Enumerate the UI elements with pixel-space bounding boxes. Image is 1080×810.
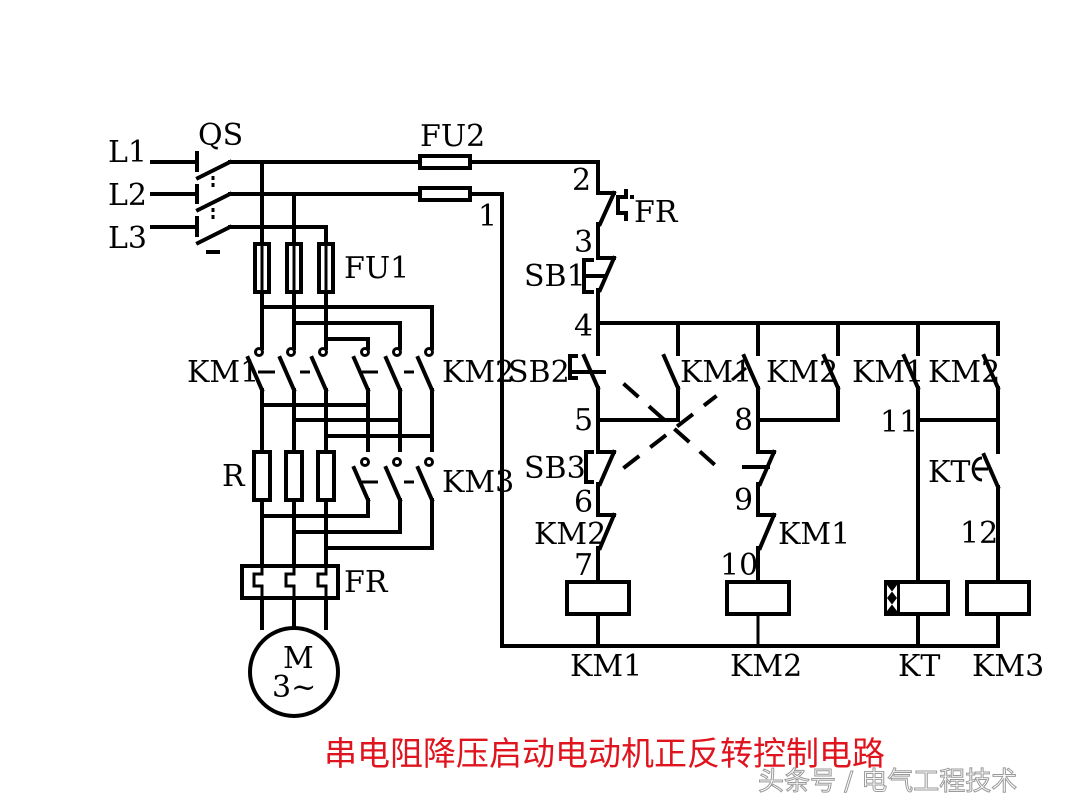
mechanical-interlock bbox=[622, 382, 718, 470]
button-sb2: SB2 bbox=[508, 353, 606, 391]
coil-km1: KM1 bbox=[565, 580, 642, 684]
label-sb1: SB1 bbox=[524, 259, 586, 294]
label-km1-kt: KM1 bbox=[852, 355, 924, 390]
contactor-km2-main: KM2 bbox=[351, 347, 514, 393]
node-7: 7 bbox=[574, 548, 593, 583]
coil-label-km3: KM3 bbox=[972, 649, 1044, 684]
supply-lines: L1 L2 L3 bbox=[108, 135, 199, 256]
contact-km2-kt: KM2 bbox=[928, 353, 1001, 391]
label-km2-kt: KM2 bbox=[928, 355, 1000, 390]
fuse-fu1: FU1 bbox=[253, 242, 409, 294]
node-6: 6 bbox=[574, 485, 593, 520]
node-2: 2 bbox=[572, 163, 591, 198]
coil-kt: KT bbox=[884, 580, 950, 684]
coil-label-km2: KM2 bbox=[730, 649, 802, 684]
overload-fr-power: FR bbox=[240, 564, 389, 600]
node-4: 4 bbox=[574, 309, 593, 344]
contact-km2-interlock: KM2 bbox=[534, 512, 617, 552]
coil-km3: KM3 bbox=[965, 580, 1044, 684]
contact-km1-kt: KM1 bbox=[852, 353, 924, 391]
motor-label: M bbox=[283, 641, 314, 676]
label-fu2: FU2 bbox=[420, 119, 485, 154]
label-qs: QS bbox=[198, 118, 243, 153]
contactor-km1-main: KM1 bbox=[187, 347, 329, 393]
label-fu1: FU1 bbox=[344, 251, 409, 286]
label-l2: L2 bbox=[108, 178, 147, 213]
contactor-km3-main: KM3 bbox=[351, 457, 514, 503]
label-km1-main: KM1 bbox=[187, 355, 259, 390]
button-sb1: SB1 bbox=[524, 255, 617, 294]
label-fr-control: FR bbox=[634, 195, 679, 230]
node-11: 11 bbox=[880, 405, 918, 440]
node-3: 3 bbox=[574, 225, 593, 260]
node-1: 1 bbox=[478, 199, 497, 234]
node-5: 5 bbox=[574, 403, 593, 438]
label-r: R bbox=[222, 459, 246, 494]
contact-km1-interlock-rev bbox=[742, 449, 777, 487]
contact-fr-control: FR bbox=[596, 189, 679, 230]
button-sb3: SB3 bbox=[524, 449, 617, 487]
contact-km1-interlock: KM1 bbox=[756, 512, 850, 552]
label-sb3: SB3 bbox=[524, 451, 586, 486]
switch-qs: QS bbox=[195, 118, 243, 254]
node-10: 10 bbox=[720, 548, 758, 583]
resistor-r: R bbox=[222, 450, 336, 502]
fuse-fu2: FU2 bbox=[418, 119, 485, 202]
diagram-title: 串电阻降压启动电动机正反转控制电路 bbox=[324, 734, 885, 773]
contact-km2-hold: KM2 bbox=[731, 353, 841, 452]
node-9: 9 bbox=[734, 483, 753, 518]
label-l3: L3 bbox=[108, 221, 147, 256]
coil-km2: KM2 bbox=[725, 580, 802, 684]
label-sb2: SB2 bbox=[508, 355, 570, 390]
motor-phase: 3~ bbox=[272, 670, 316, 705]
label-fr-power: FR bbox=[344, 565, 389, 600]
node-12: 12 bbox=[960, 516, 998, 551]
node-8: 8 bbox=[734, 403, 753, 438]
contact-kt-delay: KT bbox=[928, 452, 1001, 490]
label-l1: L1 bbox=[108, 135, 147, 170]
label-kt-delay: KT bbox=[928, 455, 970, 490]
coil-label-km1: KM1 bbox=[570, 649, 642, 684]
motor: M 3~ bbox=[248, 626, 340, 718]
label-km1-interlock: KM1 bbox=[778, 517, 850, 552]
label-km2-interlock: KM2 bbox=[534, 517, 606, 552]
watermark: 头条号 / 电气工程技术 bbox=[758, 767, 1017, 797]
coil-label-kt: KT bbox=[898, 649, 940, 684]
